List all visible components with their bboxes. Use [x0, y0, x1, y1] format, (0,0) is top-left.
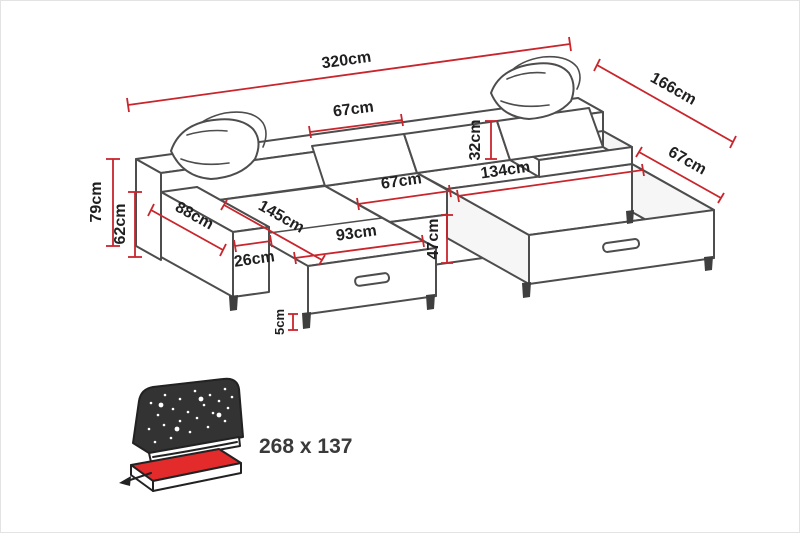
- dim-armrest-height: 62cm: [112, 191, 142, 258]
- dim-middle-seat-width: 67cm: [356, 170, 452, 211]
- right-armrest-front: [538, 146, 633, 178]
- left-pillow-fold: [186, 129, 228, 136]
- dim-right-section-width: 134cm: [456, 159, 645, 203]
- dim-label-armrest-width: 26cm: [233, 248, 276, 271]
- sheet-wave-line: [152, 441, 238, 458]
- dim-chaise-width: 93cm: [293, 222, 425, 265]
- unfold-arrow-head: [119, 476, 131, 486]
- left-pillow-fold2: [180, 158, 230, 166]
- sofa-bed-unfold-icon: [119, 377, 244, 492]
- dim-label-middle-seat-width: 67cm: [380, 170, 423, 193]
- right-pillow-back: [502, 55, 581, 90]
- right-drawer-handle: [602, 238, 641, 253]
- dim-label-total-width: 320cm: [321, 49, 373, 73]
- duvet-dark-shape: [132, 377, 244, 454]
- left-drawer-handle: [354, 272, 391, 287]
- star-pattern: [147, 387, 234, 444]
- dim-label-seat-height: 47cm: [425, 219, 442, 260]
- backrest-left-cap: [135, 158, 162, 261]
- dim-label-backrest-height: 32cm: [467, 120, 484, 161]
- back-cushion-right: [496, 107, 604, 161]
- dim-label-total-depth: 166cm: [647, 69, 699, 108]
- sleeping-area-size: 268 x 137: [259, 435, 352, 458]
- dim-backrest-height: 32cm: [467, 120, 497, 161]
- dim-back-cushion-width: 67cm: [308, 98, 404, 139]
- dim-label-leg-height: 5cm: [272, 309, 287, 335]
- dim-seat-height: 47cm: [425, 214, 453, 264]
- dim-label-total-height: 79cm: [88, 182, 105, 223]
- right-pillow-fold: [506, 71, 546, 80]
- dim-label-armrest-height: 62cm: [112, 204, 129, 245]
- leg-armrest: [229, 295, 238, 311]
- dim-total-depth: 166cm: [593, 58, 737, 149]
- leg-chaise-left: [302, 312, 311, 329]
- dim-leg-height: 5cm: [272, 309, 298, 335]
- dim-label-right-seat-depth: 67cm: [665, 144, 709, 179]
- dim-label-right-section-width: 134cm: [480, 159, 532, 183]
- leg-chaise-right: [426, 294, 435, 310]
- dim-armrest-width: 26cm: [233, 234, 276, 271]
- dim-label-chaise-width: 93cm: [335, 222, 378, 244]
- right-pillow-fold2: [500, 100, 550, 108]
- leg-ottoman-left: [522, 282, 531, 298]
- dim-total-height: 79cm: [88, 158, 120, 247]
- sofa-drawing: [135, 55, 715, 329]
- dim-total-width: 320cm: [126, 36, 572, 113]
- dim-label-back-cushion-width: 67cm: [332, 98, 375, 120]
- leg-ottoman-back: [626, 210, 634, 224]
- unfold-arrow-line: [126, 472, 152, 482]
- leg-ottoman-right: [704, 256, 713, 271]
- chaise-seam: [253, 217, 383, 236]
